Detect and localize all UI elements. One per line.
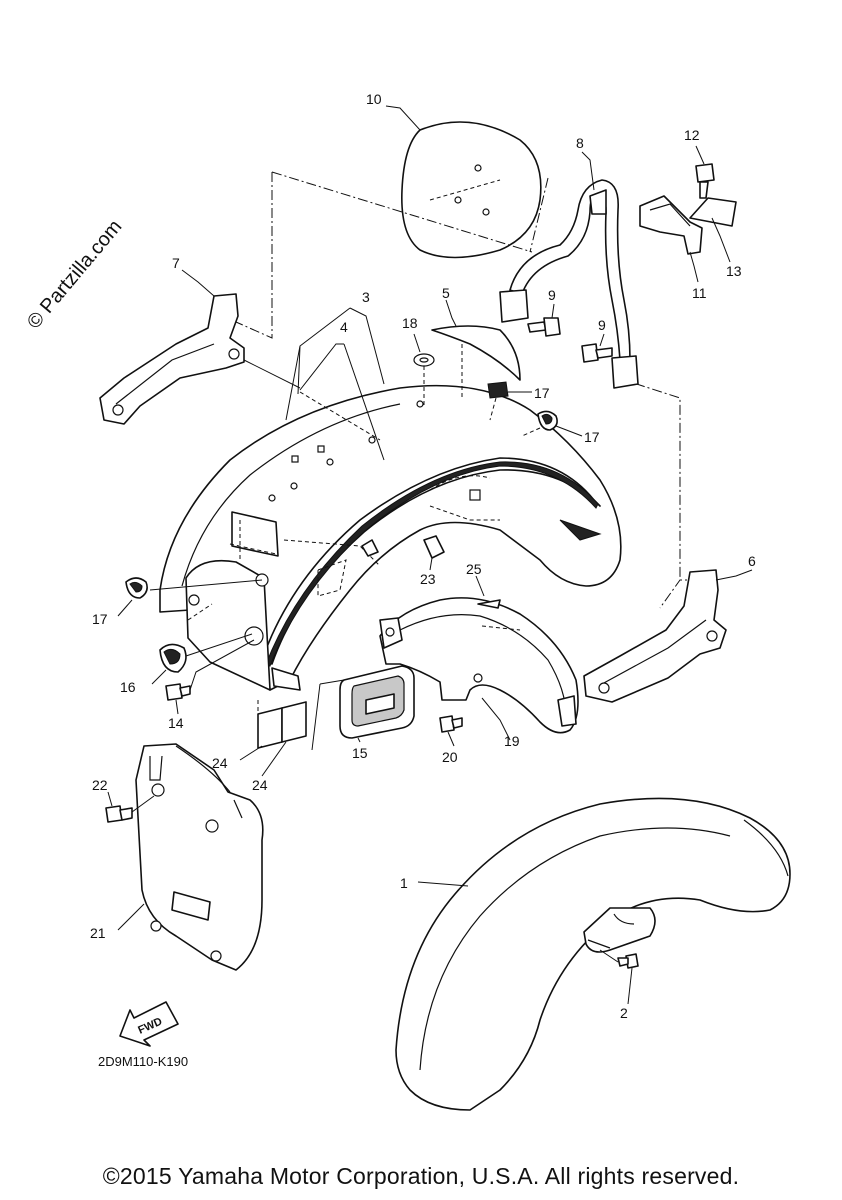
part-9-bolt-b[interactable] <box>581 343 613 363</box>
part-20-bolt[interactable] <box>439 715 463 733</box>
part-11-bracket[interactable] <box>639 195 703 255</box>
callout-15: 15 <box>352 745 368 761</box>
fender-inner-panel <box>185 559 301 691</box>
front-fender-bracket <box>583 907 656 953</box>
callout-17c: 17 <box>92 611 108 627</box>
part-14-bolt[interactable] <box>165 683 191 701</box>
callout-4: 4 <box>340 319 348 335</box>
fwd-arrow-icon: FWD <box>119 1001 179 1047</box>
part-5-emblem[interactable] <box>431 325 521 381</box>
callout-19: 19 <box>504 733 520 749</box>
part-18-washer[interactable] <box>413 353 435 367</box>
callout-6: 6 <box>748 553 756 569</box>
watermark: © Partzilla.com <box>23 216 126 333</box>
part-23-clip[interactable] <box>423 535 445 559</box>
part-10-backrest-pad[interactable] <box>401 121 542 259</box>
callout-17b: 17 <box>584 429 600 445</box>
callout-7: 7 <box>172 255 180 271</box>
part-7-left-stay[interactable] <box>99 293 245 425</box>
part-22-bolt[interactable] <box>105 805 133 823</box>
callout-2: 2 <box>620 1005 628 1021</box>
part-21-license-cover[interactable] <box>135 743 264 971</box>
part-2-bolt[interactable] <box>617 953 639 969</box>
callout-17a: 17 <box>534 385 550 401</box>
part-3-rear-fender[interactable] <box>159 384 622 691</box>
callout-13: 13 <box>726 263 742 279</box>
callout-10: 10 <box>366 91 382 107</box>
callout-22: 22 <box>92 777 108 793</box>
callout-23: 23 <box>420 571 436 587</box>
part-17-grommet-b[interactable] <box>537 410 558 431</box>
part-17-grommet-a[interactable] <box>487 381 509 399</box>
callout-21: 21 <box>90 925 106 941</box>
callout-11: 11 <box>692 285 707 301</box>
callout-9a: 9 <box>548 287 556 303</box>
copyright-notice: ©2015 Yamaha Motor Corporation, U.S.A. A… <box>102 1163 740 1189</box>
callout-20: 20 <box>442 749 458 765</box>
part-6-right-stay[interactable] <box>583 569 727 703</box>
callout-24a: 24 <box>212 755 228 771</box>
callout-25: 25 <box>466 561 482 577</box>
part-9-bolt-a[interactable] <box>527 317 561 337</box>
part-1-front-fender[interactable] <box>395 797 791 1111</box>
callout-1: 1 <box>400 875 408 891</box>
callout-5: 5 <box>442 285 450 301</box>
part-13-pad[interactable] <box>689 197 737 227</box>
callout-24b: 24 <box>252 777 268 793</box>
part-19-mudguard[interactable] <box>379 597 579 734</box>
callout-12: 12 <box>684 127 700 143</box>
callout-3: 3 <box>362 289 370 305</box>
callout-16: 16 <box>120 679 136 695</box>
part-17-grommet-c[interactable] <box>125 577 148 599</box>
part-24-tape-a[interactable] <box>257 707 283 749</box>
part-8-backrest-bar[interactable] <box>499 179 639 389</box>
callout-9b: 9 <box>598 317 606 333</box>
part-15-reflector[interactable] <box>339 665 415 739</box>
part-16-grommet[interactable] <box>159 643 187 673</box>
part-25-tape[interactable] <box>477 599 501 609</box>
callout-18: 18 <box>402 315 418 331</box>
callout-14: 14 <box>168 715 184 731</box>
part-12-bolt[interactable] <box>695 163 715 199</box>
callout-8: 8 <box>576 135 584 151</box>
part-24-tape-b[interactable] <box>281 701 307 743</box>
diagram-code: 2D9M110-K190 <box>98 1054 188 1069</box>
